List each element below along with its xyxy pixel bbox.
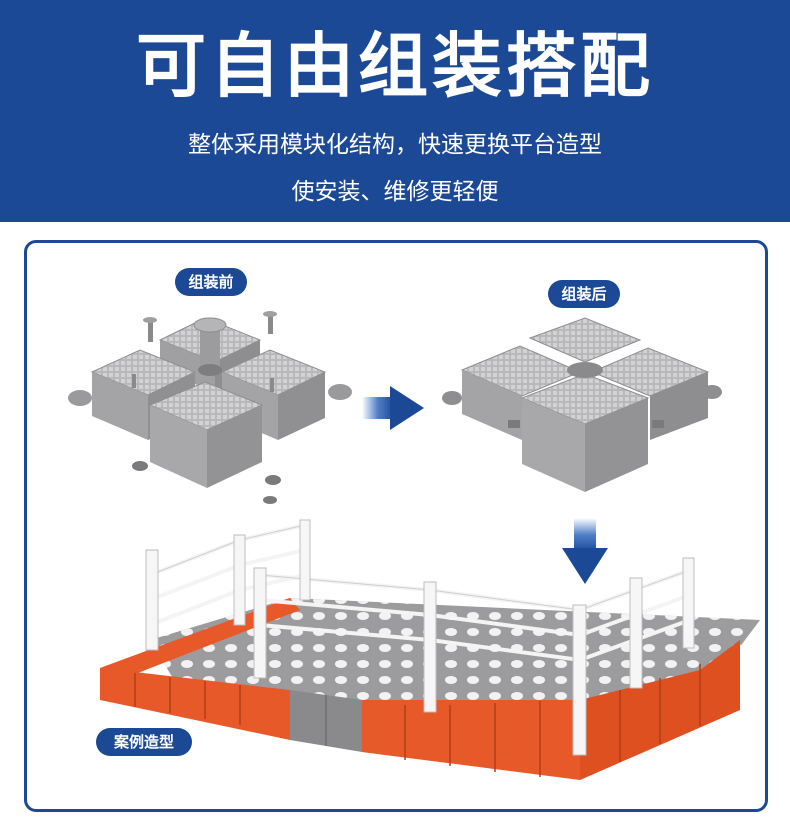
nut-icon	[132, 461, 148, 471]
subtitle-line-2: 使安装、维修更轻便	[291, 179, 499, 205]
modules-after-assembly	[442, 317, 722, 492]
nut-icon	[263, 496, 277, 504]
bolt-icon	[132, 374, 274, 392]
label-case-design: 案例造型	[96, 728, 192, 756]
arrow-down-icon	[562, 518, 608, 584]
arrow-right-icon	[362, 386, 424, 430]
subtitle-line-1: 整体采用模块化结构，快速更换平台造型	[188, 132, 602, 158]
page-title: 可自由组装搭配	[136, 25, 654, 107]
modules-before-assembly	[68, 311, 352, 504]
label-after-assembly: 组装后	[548, 280, 620, 308]
bolt-icon	[143, 317, 157, 342]
header-banner: 可自由组装搭配 整体采用模块化结构，快速更换平台造型 使安装、维修更轻便	[0, 0, 790, 222]
case-platform	[100, 519, 760, 780]
bolt-icon	[263, 311, 277, 334]
nut-icon	[265, 475, 281, 485]
label-before-assembly: 组装前	[175, 268, 247, 296]
